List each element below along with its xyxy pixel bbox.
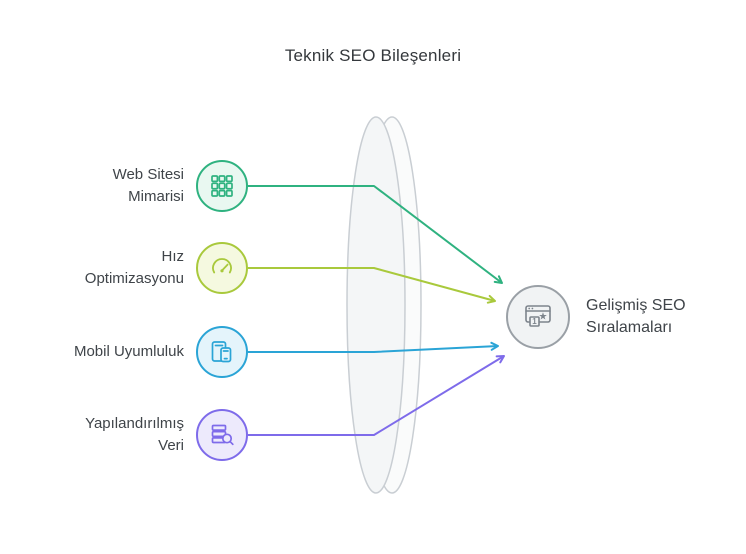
label-line: Mobil Uyumluluk [73,343,184,361]
node-mobile-compatibility: Mobil Uyumluluk [18,326,248,378]
structured-data-search-icon [211,424,234,446]
result-icon-badge: ★ 1 [506,285,570,349]
label-line: Optimizasyonu [84,270,184,287]
node-result: ★ 1 Gelişmiş SEO Sıralamaları [506,285,686,349]
connector-website-architecture [248,185,503,284]
connector-structured-data [248,355,505,436]
label-line: Sıralamaları [586,319,673,336]
label-line: Gelişmiş SEO [586,296,686,314]
rank-number: 1 [532,317,537,326]
mobile-devices-icon [211,341,232,363]
star-icon: ★ [539,312,548,323]
label-line: Hız [161,248,185,266]
result-label: Gelişmiş SEO Sıralamaları [586,295,686,340]
label-line: Yapılandırılmış [85,415,184,433]
item-icon-badge [196,242,248,294]
node-label: Mobil Uyumluluk [74,341,184,363]
node-website-architecture: Web Sitesi Mimarisi [18,160,248,212]
item-icon-badge [196,326,248,378]
item-icon-badge [196,409,248,461]
node-speed-optimization: Hız Optimizasyonu [18,242,248,294]
browser-star-ranking-icon: ★ 1 [525,305,551,327]
node-structured-data: Yapılandırılmış Veri [18,409,248,461]
label-line: Web Sitesi [112,166,184,184]
speed-gauge-icon [212,258,232,274]
connector-mobile-compatibility [248,341,499,353]
grid-architecture-icon [211,175,233,197]
connector-speed-optimization [248,267,496,304]
lens-shape [346,116,422,494]
label-line: Veri [158,437,184,454]
node-label: Web Sitesi Mimarisi [113,164,184,208]
item-icon-badge [196,160,248,212]
diagram-title: Teknik SEO Bileşenleri [284,46,462,65]
node-label: Yapılandırılmış Veri [85,413,184,457]
lens-front-ellipse [346,116,406,494]
label-line: Mimarisi [128,188,184,205]
node-label: Hız Optimizasyonu [85,246,184,290]
